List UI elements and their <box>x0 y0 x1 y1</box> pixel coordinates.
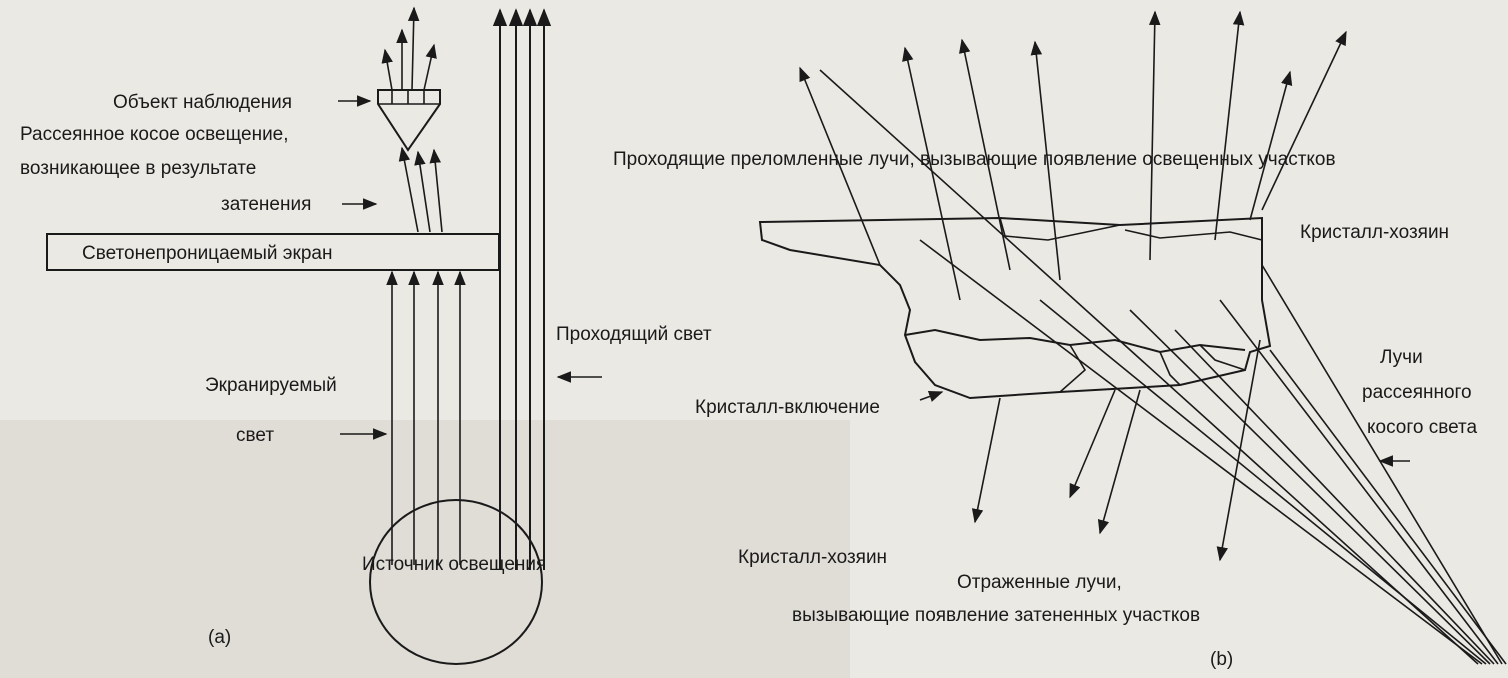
label-screened-line1: Экранируемый <box>205 375 337 396</box>
refracted-rays <box>799 10 1347 301</box>
panel-b: Проходящие преломленные лучи, вызывающие… <box>613 10 1507 670</box>
transmitted-rays <box>492 8 552 570</box>
label-light-source: Источник освещения <box>362 554 546 575</box>
label-host-crystal-bottom: Кристалл-хозяин <box>738 547 887 568</box>
label-scattered-line1: Рассеянное косое освещение, <box>20 124 289 145</box>
panel-a-tag: (a) <box>208 627 231 648</box>
label-screened-line2: свет <box>236 425 274 446</box>
label-oblique-line1: Лучи <box>1380 347 1423 368</box>
panel-a: Объект наблюдения Рассеянное косое освещ… <box>20 6 712 665</box>
scattered-oblique-rays <box>398 146 443 233</box>
label-transmitted-light: Проходящий свет <box>556 324 712 345</box>
label-opaque-screen: Светонепроницаемый экран <box>82 243 332 264</box>
panel-b-tag: (b) <box>1210 649 1233 670</box>
inclusion-crystal-outline <box>904 328 1246 354</box>
screened-rays <box>386 270 466 565</box>
label-oblique-line3: косого света <box>1367 417 1478 438</box>
label-reflected-line2: вызывающие появление затененных участков <box>792 605 1200 626</box>
label-scattered-line2: возникающее в результате <box>20 158 256 179</box>
label-inclusion-crystal: Кристалл-включение <box>695 397 880 418</box>
label-reflected-line1: Отраженные лучи, <box>957 572 1122 593</box>
light-source-shape <box>369 499 543 665</box>
label-refracted-rays: Проходящие преломленные лучи, вызывающие… <box>613 149 1336 170</box>
label-scattered-line3: затенения <box>221 194 311 215</box>
label-observed-object: Объект наблюдения <box>113 92 292 113</box>
pointer-inclusion <box>919 391 944 402</box>
label-oblique-line2: рассеянного <box>1362 382 1472 403</box>
observed-object-shape <box>377 89 441 152</box>
reflected-rays <box>971 339 1261 562</box>
object-output-rays <box>381 6 437 91</box>
label-host-crystal-top: Кристалл-хозяин <box>1300 222 1449 243</box>
